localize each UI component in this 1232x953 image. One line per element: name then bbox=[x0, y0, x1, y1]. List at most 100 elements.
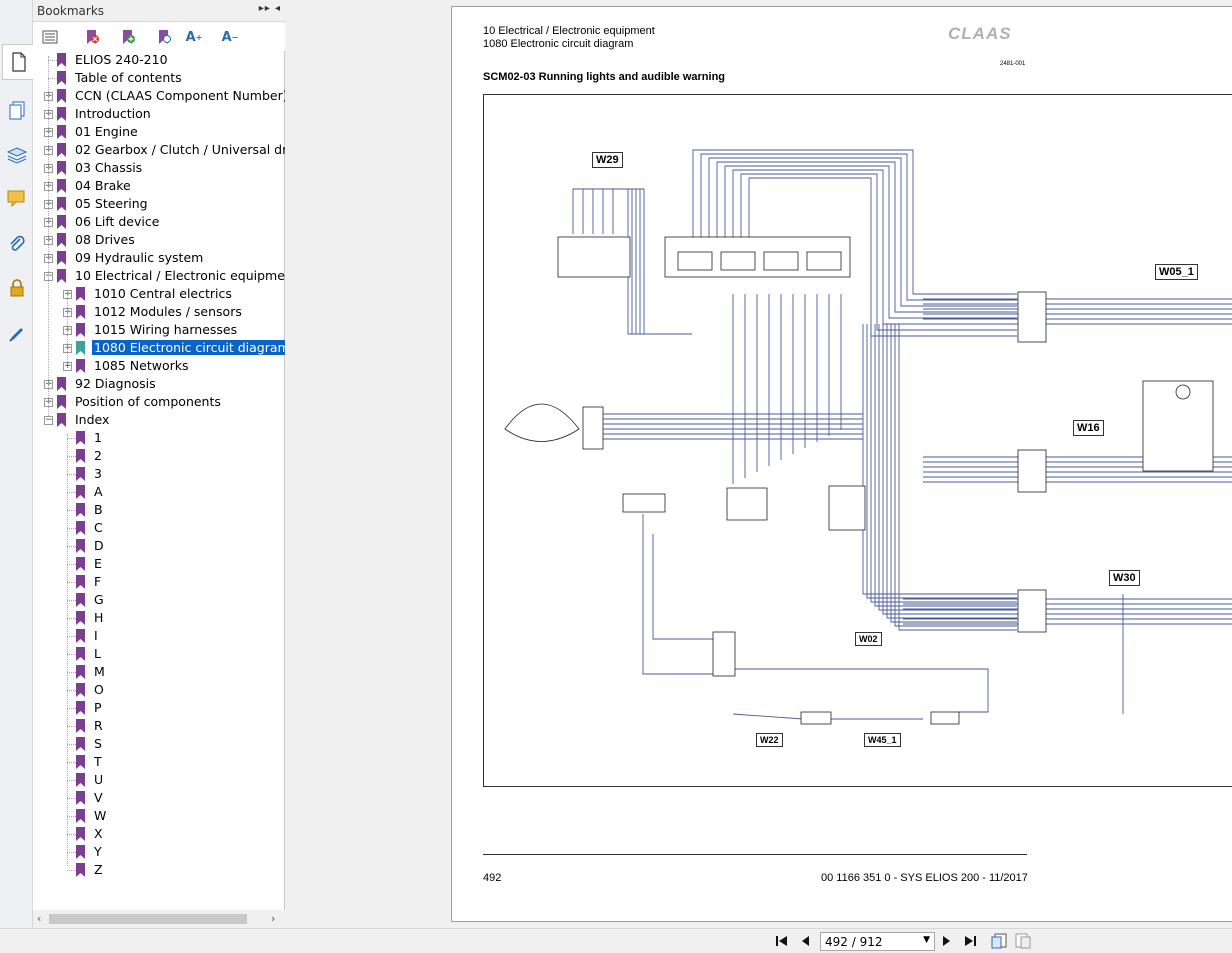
tree-guide-line bbox=[67, 434, 68, 866]
bookmark-item[interactable]: C bbox=[33, 519, 285, 537]
first-page-button[interactable] bbox=[772, 933, 790, 949]
bookmark-item[interactable]: +04 Brake bbox=[33, 177, 285, 195]
bookmark-item[interactable]: Z bbox=[33, 861, 285, 879]
bookmark-label: 01 Engine bbox=[75, 124, 138, 139]
bookmark-item[interactable]: R bbox=[33, 717, 285, 735]
bookmark-item[interactable]: V bbox=[33, 789, 285, 807]
bookmark-item[interactable]: G bbox=[33, 591, 285, 609]
bookmark-item[interactable]: +92 Diagnosis bbox=[33, 375, 285, 393]
bookmark-item[interactable]: +1080 Electronic circuit diagram bbox=[33, 339, 285, 357]
bookmark-item[interactable]: W bbox=[33, 807, 285, 825]
attachments-button[interactable] bbox=[2, 226, 32, 262]
tree-connector bbox=[67, 798, 76, 799]
bookmark-item[interactable]: A bbox=[33, 483, 285, 501]
bookmark-item[interactable]: +01 Engine bbox=[33, 123, 285, 141]
bookmark-label: 06 Lift device bbox=[75, 214, 160, 229]
bookmark-icon bbox=[76, 773, 85, 787]
panel-options-icon[interactable]: ▸▸ ◂ bbox=[258, 3, 281, 14]
bookmark-item[interactable]: +02 Gearbox / Clutch / Universal drive s bbox=[33, 141, 285, 159]
bookmark-item[interactable]: E bbox=[33, 555, 285, 573]
scroll-right-icon[interactable]: › bbox=[271, 912, 276, 925]
bookmark-icon bbox=[57, 413, 66, 427]
bookmark-label: H bbox=[94, 610, 104, 625]
bookmark-item[interactable]: −10 Electrical / Electronic equipment bbox=[33, 267, 285, 285]
bookmark-item[interactable]: 3 bbox=[33, 465, 285, 483]
signatures-button[interactable] bbox=[2, 314, 32, 350]
security-button[interactable] bbox=[2, 270, 32, 306]
bookmark-item[interactable]: O bbox=[33, 681, 285, 699]
previous-page-button[interactable] bbox=[796, 933, 814, 949]
bookmark-icon bbox=[76, 827, 85, 841]
bookmark-item[interactable]: L bbox=[33, 645, 285, 663]
bookmark-item[interactable]: F bbox=[33, 573, 285, 591]
bookmark-icon bbox=[76, 683, 85, 697]
bookmark-item[interactable]: +Position of components bbox=[33, 393, 285, 411]
decrease-text-size-icon[interactable]: A− bbox=[221, 29, 239, 45]
tree-connector bbox=[67, 636, 76, 637]
bookmark-item[interactable]: +1010 Central electrics bbox=[33, 285, 285, 303]
page-number: 492 bbox=[483, 872, 502, 884]
new-bookmark-icon[interactable] bbox=[119, 28, 137, 46]
horizontal-scrollbar[interactable]: ‹ › bbox=[33, 910, 285, 928]
bookmark-item[interactable]: S bbox=[33, 735, 285, 753]
bookmark-item[interactable]: +1012 Modules / sensors bbox=[33, 303, 285, 321]
scroll-left-icon[interactable]: ‹ bbox=[37, 912, 42, 925]
bookmark-item[interactable]: +03 Chassis bbox=[33, 159, 285, 177]
scrollbar-thumb[interactable] bbox=[49, 914, 247, 924]
bookmark-item[interactable]: P bbox=[33, 699, 285, 717]
comments-button[interactable] bbox=[2, 180, 32, 216]
pages-icon bbox=[9, 101, 25, 120]
bookmark-item[interactable]: Table of contents bbox=[33, 69, 285, 87]
delete-bookmark-icon[interactable] bbox=[83, 28, 101, 46]
layers-icon bbox=[6, 147, 28, 164]
bookmark-icon bbox=[76, 701, 85, 715]
bookmark-item[interactable]: 1 bbox=[33, 429, 285, 447]
increase-text-size-icon[interactable]: A+ bbox=[185, 29, 203, 45]
bookmark-icon bbox=[57, 143, 66, 157]
harness-label-w45-1: W45_1 bbox=[864, 733, 901, 747]
find-bookmark-icon[interactable] bbox=[155, 28, 173, 46]
layers-button[interactable] bbox=[2, 136, 32, 172]
next-view-button[interactable] bbox=[1014, 933, 1032, 949]
bookmark-icon bbox=[76, 737, 85, 751]
bookmark-item[interactable]: +Introduction bbox=[33, 105, 285, 123]
bookmark-item[interactable]: T bbox=[33, 753, 285, 771]
page-number-field[interactable]: 492 / 912 ▼ bbox=[820, 932, 935, 951]
bookmark-icon bbox=[76, 557, 85, 571]
bookmark-item[interactable]: Y bbox=[33, 843, 285, 861]
bookmark-item[interactable]: +06 Lift device bbox=[33, 213, 285, 231]
bookmark-item[interactable]: +08 Drives bbox=[33, 231, 285, 249]
collapse-icon[interactable]: − bbox=[44, 415, 53, 425]
tree-guide-line bbox=[48, 56, 49, 416]
previous-view-button[interactable] bbox=[990, 933, 1008, 949]
bookmark-item[interactable]: M bbox=[33, 663, 285, 681]
bookmark-item[interactable]: +1015 Wiring harnesses bbox=[33, 321, 285, 339]
bookmark-item[interactable]: B bbox=[33, 501, 285, 519]
bookmark-item[interactable]: X bbox=[33, 825, 285, 843]
signature-pen-icon bbox=[9, 328, 23, 342]
bookmark-item[interactable]: +09 Hydraulic system bbox=[33, 249, 285, 267]
last-page-button[interactable] bbox=[962, 933, 980, 949]
bookmark-label: Y bbox=[94, 844, 102, 859]
bookmark-icon bbox=[76, 341, 85, 355]
panel-splitter[interactable] bbox=[286, 0, 294, 928]
bookmark-icon bbox=[76, 449, 85, 463]
bookmark-item[interactable]: ELIOS 240-210 bbox=[33, 51, 285, 69]
document-view: 10 Electrical / Electronic equipment 108… bbox=[294, 0, 1232, 928]
bookmark-label: L bbox=[94, 646, 101, 661]
bookmark-item[interactable]: I bbox=[33, 627, 285, 645]
bookmark-item[interactable]: D bbox=[33, 537, 285, 555]
bookmark-item[interactable]: +05 Steering bbox=[33, 195, 285, 213]
bookmark-item[interactable]: +1085 Networks bbox=[33, 357, 285, 375]
dropdown-arrow-icon[interactable]: ▼ bbox=[923, 935, 930, 945]
bookmark-item[interactable]: H bbox=[33, 609, 285, 627]
options-list-icon[interactable] bbox=[41, 28, 59, 46]
next-page-button[interactable] bbox=[938, 933, 956, 949]
bookmark-item[interactable]: +CCN (CLAAS Component Number) bbox=[33, 87, 285, 105]
bookmark-item[interactable]: −Index bbox=[33, 411, 285, 429]
bookmark-item[interactable]: U bbox=[33, 771, 285, 789]
bookmarks-panel-button[interactable] bbox=[2, 44, 34, 80]
expand-icon[interactable]: + bbox=[63, 361, 72, 371]
thumbnails-button[interactable] bbox=[2, 92, 32, 128]
bookmark-item[interactable]: 2 bbox=[33, 447, 285, 465]
